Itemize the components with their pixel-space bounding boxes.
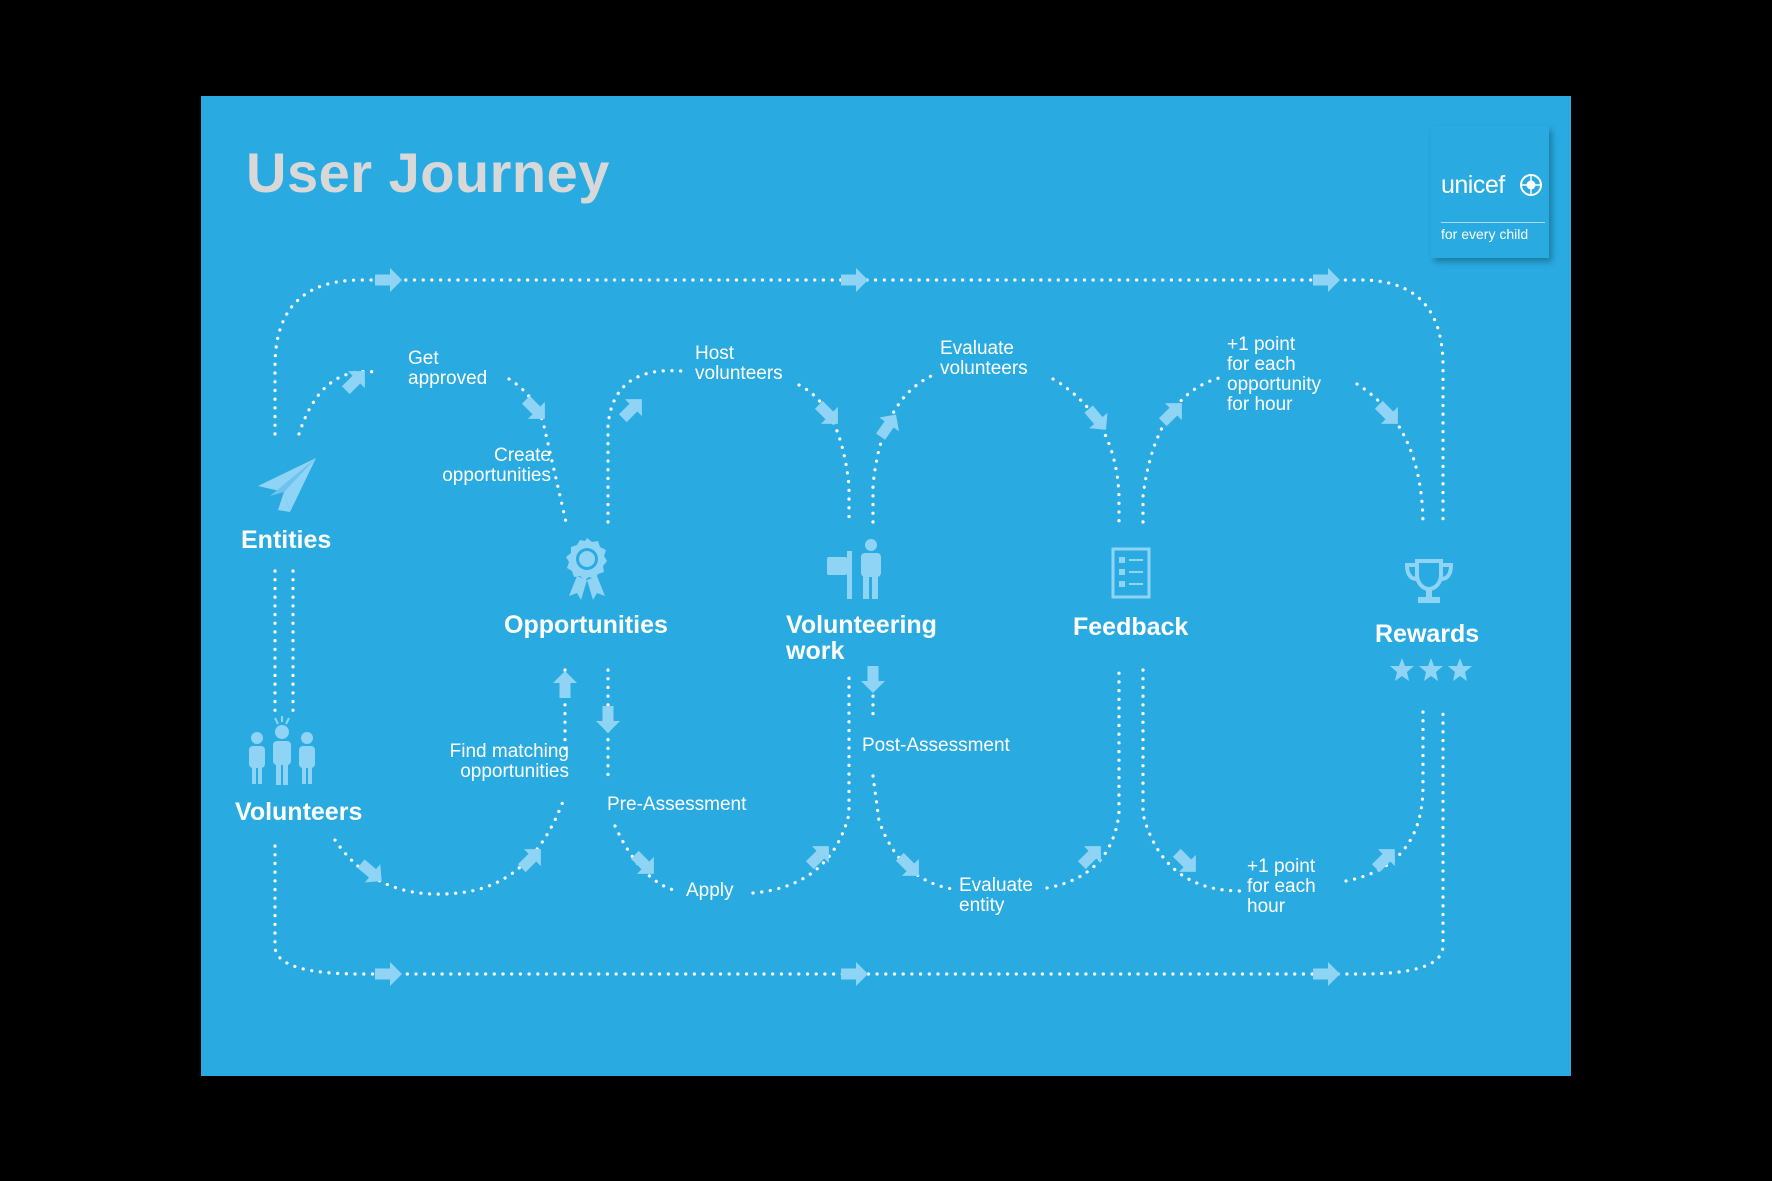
stage-feedback: Feedback bbox=[1073, 613, 1189, 641]
journey-panel: User Journey unicef for every child bbox=[201, 96, 1571, 1076]
volunteer-worker-icon bbox=[827, 539, 881, 599]
evaluate-host-arrow bbox=[814, 400, 838, 424]
evaluate-to-feedback-path bbox=[1051, 377, 1121, 524]
get-approved-arrow bbox=[341, 371, 365, 395]
bottom-arrow-3 bbox=[1313, 962, 1340, 986]
step-evaluate-volunteers: Evaluate volunteers bbox=[940, 338, 1028, 379]
step-host-volunteers: Host volunteers bbox=[695, 343, 783, 384]
three-stars-icon bbox=[1390, 658, 1472, 681]
step-apply: Apply bbox=[686, 880, 734, 901]
opportunities-to-host-path bbox=[606, 369, 683, 524]
host-volunteers-arrow bbox=[618, 399, 642, 423]
stage-volunteering-work: Volunteering work bbox=[786, 611, 937, 665]
rewards-up-arrow bbox=[1371, 849, 1395, 873]
find-up-arrow bbox=[553, 671, 577, 698]
feedback-to-point-hour-path bbox=[1141, 668, 1243, 893]
feedback-in-arrow bbox=[1084, 405, 1108, 430]
apply-to-volunteering-path bbox=[751, 668, 851, 895]
evaluate-volunteers-arrow bbox=[876, 414, 899, 440]
unicef-logo: unicef for every child bbox=[1431, 126, 1549, 258]
evaluate-entity-arrow bbox=[895, 852, 919, 876]
logo-wordmark: unicef bbox=[1441, 171, 1505, 199]
trophy-icon bbox=[1404, 559, 1454, 603]
evaluate-entity-to-feedback-path bbox=[1045, 668, 1121, 890]
bottom-arrow-1 bbox=[375, 962, 402, 986]
globe-icon bbox=[1520, 174, 1542, 196]
step-find-matching-opportunities: Find matching opportunities bbox=[449, 741, 569, 782]
feedback-up-arrow bbox=[1077, 846, 1101, 870]
people-group-icon bbox=[249, 716, 315, 785]
step-post-assessment: Post-Assessment bbox=[862, 735, 1010, 756]
volunteers-find-arrow bbox=[357, 859, 382, 883]
step-get-approved: Get approved bbox=[408, 348, 488, 389]
point-out-arrow bbox=[1158, 403, 1182, 427]
checklist-icon bbox=[1111, 547, 1151, 599]
step-pre-assessment: Pre-Assessment bbox=[607, 794, 747, 815]
feedback-to-point-path bbox=[1141, 376, 1221, 524]
logo-tagline: for every child bbox=[1441, 226, 1529, 242]
create-opportunities-arrow bbox=[521, 395, 545, 419]
rewards-in-arrow bbox=[1374, 400, 1398, 424]
top-arrow-1 bbox=[375, 268, 402, 292]
apply-to-work-arrow bbox=[805, 846, 829, 870]
paper-plane-icon bbox=[258, 458, 316, 512]
point-hour-to-rewards-path bbox=[1344, 706, 1425, 883]
point-hour-arrow bbox=[1172, 848, 1196, 872]
award-ribbon-icon bbox=[566, 538, 607, 600]
step-evaluate-entity: Evaluate entity bbox=[959, 875, 1033, 916]
opportunities-down-arrow bbox=[596, 706, 620, 733]
journey-diagram bbox=[273, 268, 1445, 986]
stage-opportunities: Opportunities bbox=[504, 611, 668, 639]
step-point-per-opportunity-hour: +1 point for each opportunity for hour bbox=[1227, 334, 1322, 415]
step-create-opportunities: Create opportunities bbox=[442, 445, 551, 486]
step-point-per-hour: +1 point for each hour bbox=[1247, 856, 1316, 917]
top-arrow-3 bbox=[1313, 268, 1340, 292]
apply-arrow bbox=[630, 850, 654, 874]
top-arrow-2 bbox=[841, 268, 868, 292]
find-to-opportunities-arrow bbox=[517, 849, 541, 873]
stage-entities: Entities bbox=[241, 526, 332, 554]
logo-divider bbox=[1441, 222, 1545, 223]
point-to-rewards-path bbox=[1355, 382, 1425, 528]
post-assessment-arrow bbox=[861, 666, 885, 693]
stage-rewards: Rewards bbox=[1375, 620, 1480, 648]
bottom-arrow-2 bbox=[841, 962, 868, 986]
stage-volunteers: Volunteers bbox=[235, 798, 363, 826]
page-title: User Journey bbox=[246, 141, 610, 204]
volunteering-to-evaluate-path bbox=[871, 374, 933, 524]
